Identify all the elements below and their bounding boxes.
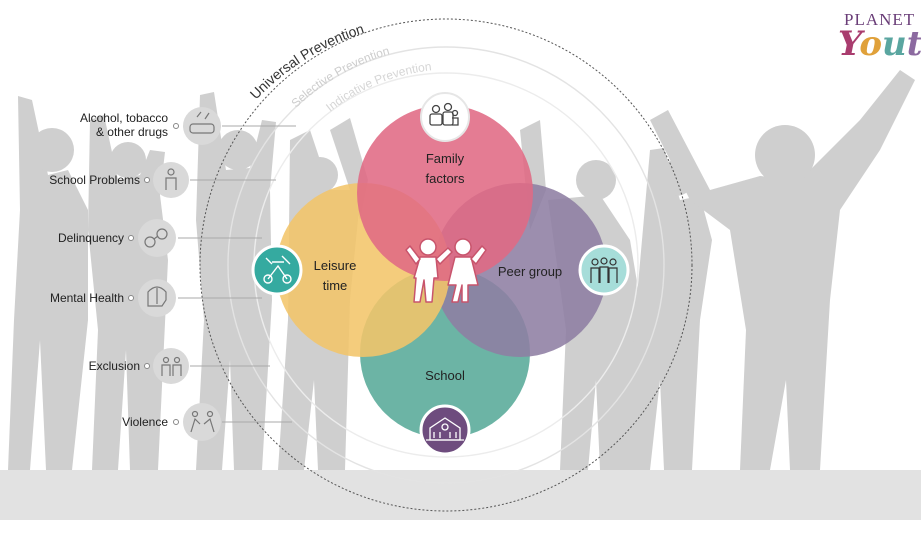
- family-label-line2: factors: [425, 171, 465, 186]
- student-icon: [165, 168, 177, 190]
- two-children-icon: [405, 238, 487, 303]
- risk-factor-connectors: [178, 125, 296, 423]
- school-label: School: [425, 368, 465, 383]
- risk-label-school-problems: School Problems: [49, 173, 140, 187]
- risk-label-alcohol-line2: & other drugs: [96, 125, 168, 139]
- leisure-label-line2: time: [323, 278, 348, 293]
- risk-icon-mental-health: [138, 279, 176, 317]
- risk-label-alcohol-line1: Alcohol, tobacco: [80, 111, 168, 125]
- peer-group-icon: [590, 257, 618, 283]
- risk-icon-violence: [183, 403, 221, 441]
- risk-label-delinquency: Delinquency: [58, 231, 124, 245]
- family-label-line1: Family: [426, 151, 465, 166]
- family-factors-circle: [357, 105, 533, 281]
- cigarette-bottle-icon: [189, 111, 215, 134]
- school-badge: [419, 404, 471, 456]
- logo-line1: PLANET: [844, 10, 916, 29]
- universal-prevention-ring: [199, 18, 693, 512]
- selective-prevention-ring: [227, 46, 665, 484]
- risk-icon-alcohol: [183, 107, 221, 145]
- excluded-people-icon: [161, 356, 182, 376]
- leisure-label-line1: Leisure: [314, 258, 357, 273]
- fighting-icon: [190, 410, 215, 433]
- handcuffs-icon: [144, 228, 168, 248]
- family-badge: [420, 92, 470, 142]
- logo-line2: Youth: [838, 24, 921, 64]
- brain-head-icon: [147, 286, 167, 307]
- risk-label-dots: [128, 123, 179, 425]
- risk-icon-exclusion: [153, 348, 189, 384]
- risk-icon-delinquency: [138, 219, 176, 257]
- risk-label-mental-health: Mental Health: [50, 291, 124, 305]
- risk-label-violence: Violence: [122, 415, 168, 429]
- school-building-icon: [426, 417, 464, 441]
- family-icon: [429, 102, 459, 126]
- risk-label-exclusion: Exclusion: [89, 359, 140, 373]
- planet-youth-logo: PLANET Youth: [838, 8, 921, 78]
- leisure-badge: [251, 244, 303, 296]
- leisure-activities-icon: [263, 255, 292, 284]
- peer-group-label: Peer group: [498, 264, 562, 279]
- peer-badge: [578, 244, 630, 296]
- venn-circles: [276, 105, 607, 438]
- risk-icon-school-problems: [153, 162, 189, 198]
